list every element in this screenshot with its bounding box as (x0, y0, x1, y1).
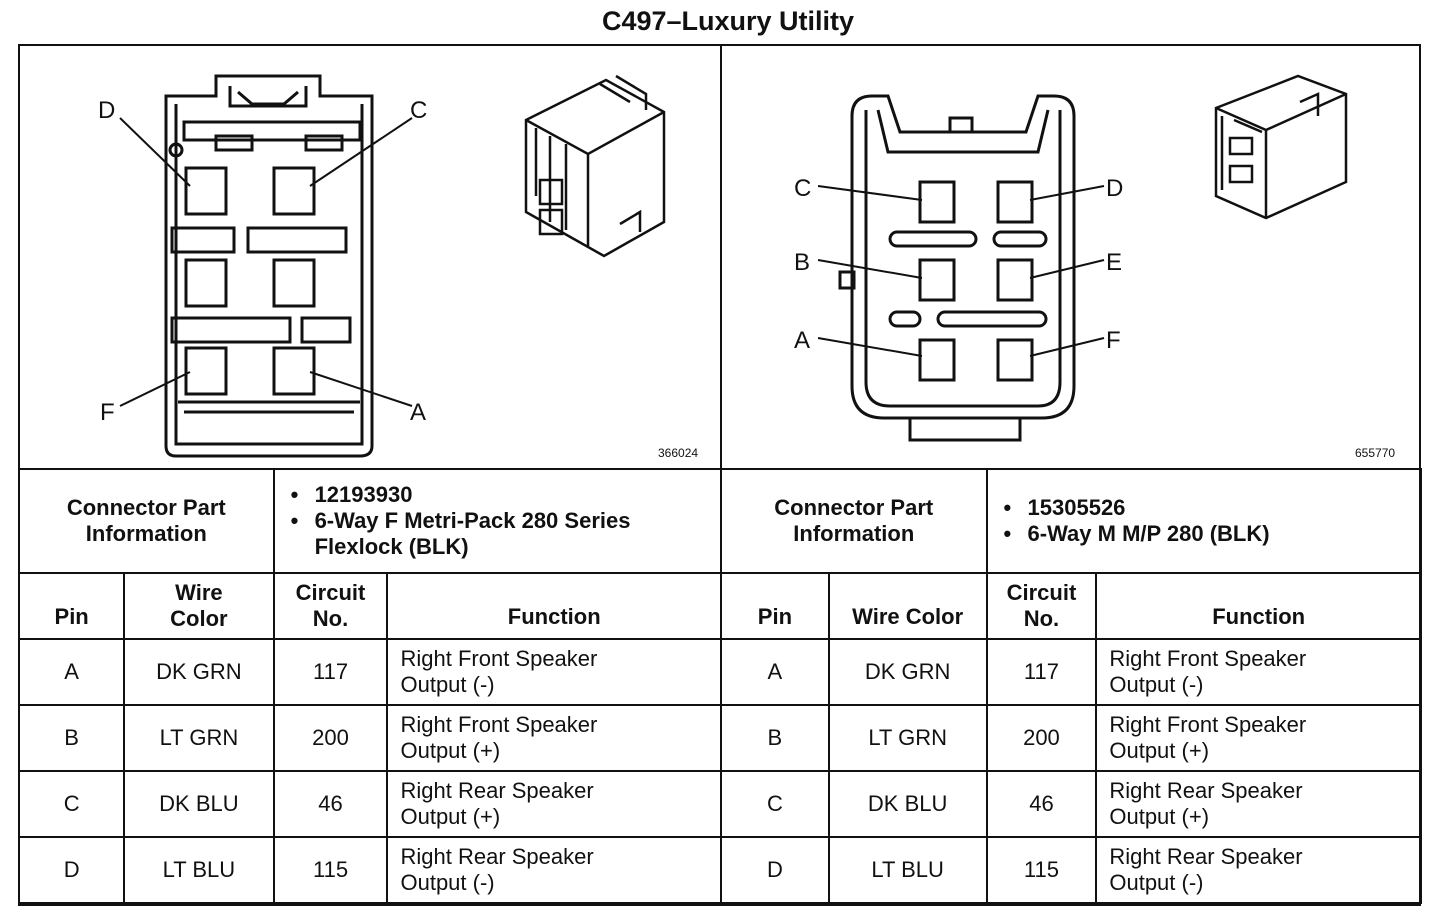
pin-cell: C (720, 770, 830, 838)
left-pin-table: Connector Part Information 12193930 6-Wa… (17, 468, 723, 904)
wire-color-cell: LT BLU (123, 836, 275, 904)
right-cavity-d (996, 180, 1034, 224)
left-cavity-f (184, 346, 228, 396)
right-part-number: 15305526 (1004, 495, 1420, 521)
left-cavity-a (272, 346, 316, 396)
pin-cell: B (17, 704, 126, 772)
right-pin-table: Connector Part Information 15305526 6-Wa… (720, 468, 1423, 904)
circuit-cell: 117 (272, 638, 389, 706)
right-connector-drawing: C D B E A F (794, 74, 1348, 442)
right-pin-label-c: C (794, 175, 811, 202)
right-cavity-c (918, 180, 956, 224)
right-part-description: 6-Way M M/P 280 (BLK) (1004, 521, 1420, 547)
wire-color-cell: DK GRN (827, 638, 988, 706)
right-cavity-e (996, 258, 1034, 302)
circuit-cell: 117 (985, 638, 1098, 706)
wire-color-cell: DK BLU (123, 770, 275, 838)
pin-cell: D (17, 836, 126, 904)
right-cavity-a (918, 338, 956, 382)
circuit-cell: 46 (272, 770, 389, 838)
left-figure-id: 366024 (658, 446, 699, 460)
right-cavity-f (996, 338, 1034, 382)
circuit-cell: 115 (272, 836, 389, 904)
right-pin-label-f: F (1106, 327, 1121, 354)
right-connector-figure: C D B E A F 655770 (722, 46, 1419, 468)
left-cavity-d (184, 166, 228, 216)
left-header-wire-color: Wire Color (123, 572, 275, 640)
left-pin-label-d: D (98, 97, 115, 124)
right-part-info-label: Connector Part Information (720, 468, 988, 574)
wire-color-cell: LT GRN (123, 704, 275, 772)
wire-color-cell: DK GRN (123, 638, 275, 706)
circuit-cell: 200 (985, 704, 1098, 772)
left-cavity-c (272, 166, 316, 216)
pin-cell: C (17, 770, 126, 838)
right-figure-id: 655770 (1355, 446, 1396, 460)
left-header-function: Function (386, 572, 722, 640)
right-header-pin: Pin (720, 572, 830, 640)
left-pin-label-c: C (410, 97, 427, 124)
right-pin-label-e: E (1106, 249, 1122, 276)
right-pin-label-a: A (794, 327, 810, 354)
left-header-pin: Pin (17, 572, 126, 640)
circuit-cell: 46 (985, 770, 1098, 838)
left-part-number: 12193930 (291, 482, 720, 508)
left-pin-label-a: A (410, 399, 426, 426)
right-header-wire-color: Wire Color (827, 572, 988, 640)
pin-cell: D (720, 836, 830, 904)
left-part-info-label: Connector Part Information (18, 468, 275, 574)
wire-color-cell: LT BLU (827, 836, 988, 904)
vertical-divider (720, 44, 722, 574)
right-header-circuit: Circuit No. (985, 572, 1098, 640)
page-title: C497–Luxury Utility (601, 6, 855, 36)
right-cavity-b (918, 258, 956, 302)
right-pin-label-b: B (794, 249, 810, 276)
wire-color-cell: DK BLU (827, 770, 988, 838)
left-header-circuit: Circuit No. (272, 572, 389, 640)
left-pin-label-f: F (100, 399, 115, 426)
circuit-cell: 115 (985, 836, 1098, 904)
pin-cell: B (720, 704, 830, 772)
pin-cell: A (720, 638, 830, 706)
left-connector-drawing: D C F A (98, 74, 666, 458)
left-part-info: 12193930 6-Way F Metri-Pack 280 Series F… (272, 468, 723, 574)
wire-color-cell: LT GRN (827, 704, 988, 772)
pin-cell: A (17, 638, 126, 706)
right-pin-label-d: D (1106, 175, 1123, 202)
left-part-description: 6-Way F Metri-Pack 280 Series Flexlock (… (291, 508, 695, 560)
right-part-info: 15305526 6-Way M M/P 280 (BLK) (985, 468, 1423, 574)
left-connector-figure: D C F A 366024 (20, 46, 720, 468)
circuit-cell: 200 (272, 704, 389, 772)
right-header-function: Function (1095, 572, 1422, 640)
